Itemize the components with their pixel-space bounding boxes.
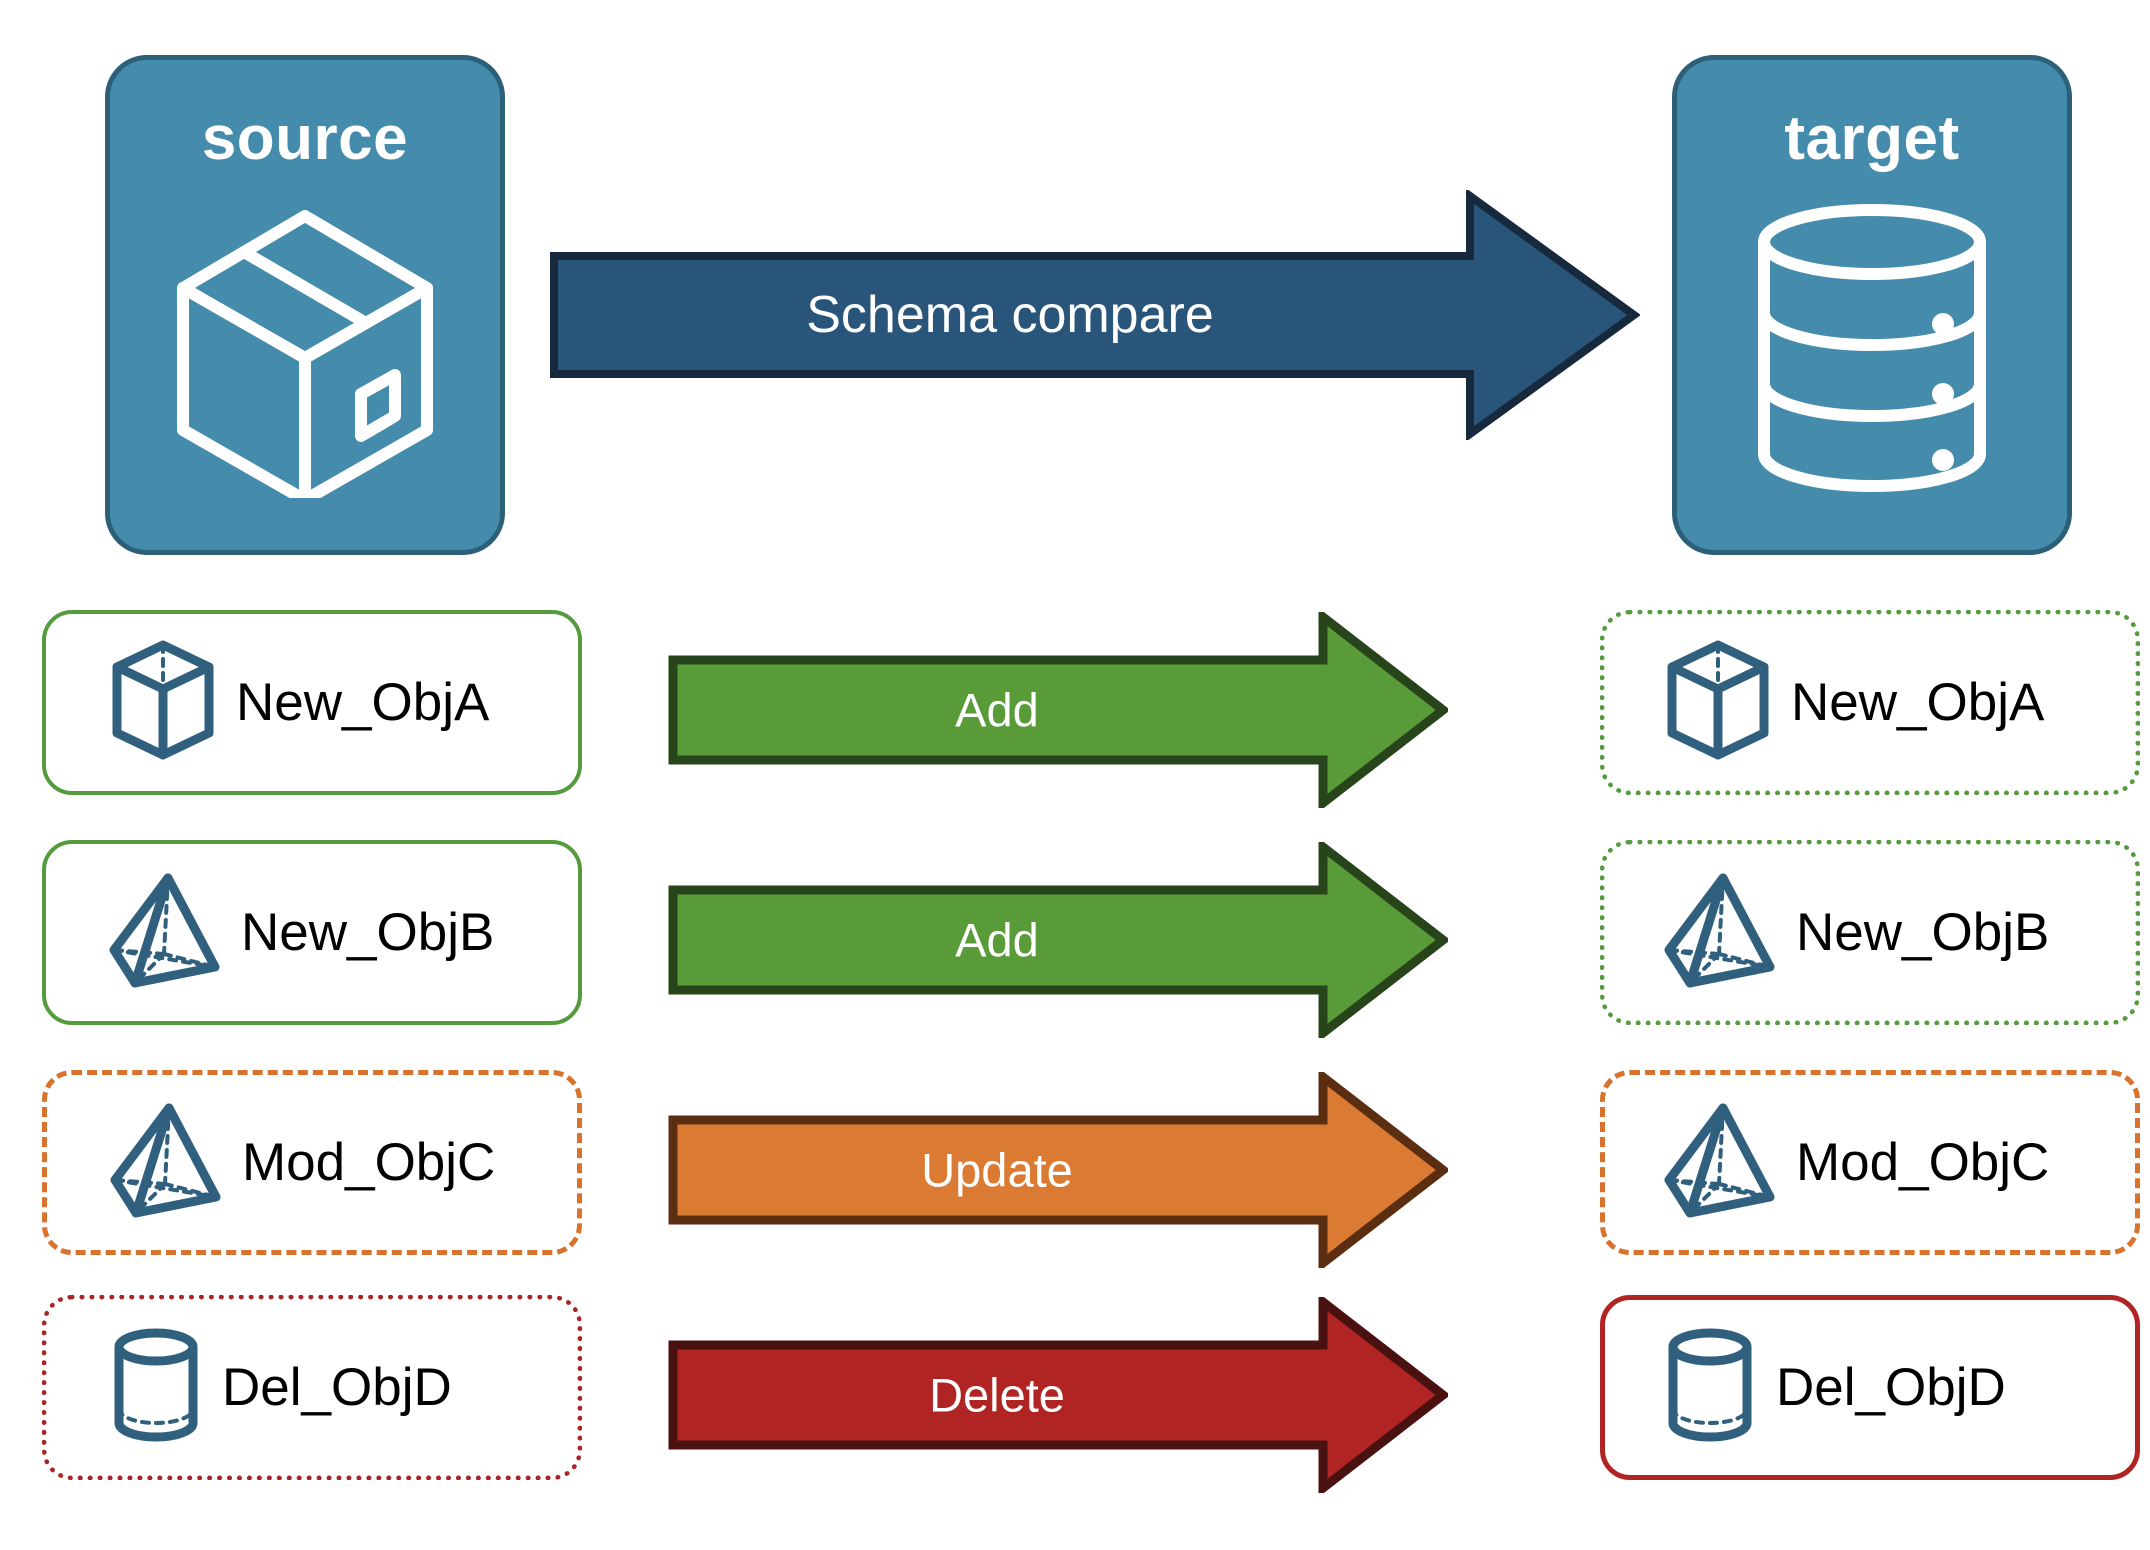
target-object-label: Mod_ObjC (1796, 1133, 2050, 1192)
wireframe-cylinder-icon (1663, 1325, 1758, 1450)
database-cylinder-icon (1747, 198, 1997, 503)
schema-compare-arrow: Schema compare (550, 188, 1641, 442)
target-title: target (1784, 104, 1960, 173)
target-object-card[interactable]: New_ObjB (1600, 840, 2140, 1025)
source-object-label: Del_ObjD (222, 1358, 452, 1417)
add-action-arrow: Add (668, 607, 1451, 813)
source-object-card[interactable]: New_ObjA (42, 610, 582, 795)
object-row: New_ObjB Add (0, 837, 2150, 1043)
source-object-label: Mod_ObjC (242, 1133, 496, 1192)
source-endpoint-card: source (105, 55, 505, 555)
target-object-card[interactable]: New_ObjA (1600, 610, 2140, 795)
target-object-label: New_ObjA (1791, 673, 2045, 732)
wireframe-cylinder-icon (109, 1325, 204, 1450)
target-object-card[interactable]: Mod_ObjC (1600, 1070, 2140, 1255)
update-action-arrow: Update (668, 1067, 1451, 1273)
source-title: source (201, 104, 409, 173)
source-object-card[interactable]: Mod_ObjC (42, 1070, 582, 1255)
source-object-label: New_ObjB (241, 903, 495, 962)
wireframe-pyramid-icon (1663, 870, 1778, 995)
target-endpoint-card: target (1672, 55, 2072, 555)
target-object-label: Del_ObjD (1776, 1358, 2006, 1417)
wireframe-cube-icon (108, 640, 218, 765)
wireframe-pyramid-icon (109, 1100, 224, 1225)
target-object-card[interactable]: Del_ObjD (1600, 1295, 2140, 1480)
target-object-label: New_ObjB (1796, 903, 2050, 962)
wireframe-pyramid-icon (1663, 1100, 1778, 1225)
object-row: New_ObjA Add (0, 607, 2150, 813)
source-object-card[interactable]: New_ObjB (42, 840, 582, 1025)
add-action-arrow: Add (668, 837, 1451, 1043)
object-row: Mod_ObjC Update (0, 1067, 2150, 1273)
wireframe-pyramid-icon (108, 870, 223, 995)
source-object-label: New_ObjA (236, 673, 490, 732)
delete-action-arrow: Delete (668, 1292, 1451, 1498)
object-row: Del_ObjD Delete Del_ObjD (0, 1292, 2150, 1498)
package-box-icon (165, 198, 445, 506)
source-object-card[interactable]: Del_ObjD (42, 1295, 582, 1480)
wireframe-cube-icon (1663, 640, 1773, 765)
